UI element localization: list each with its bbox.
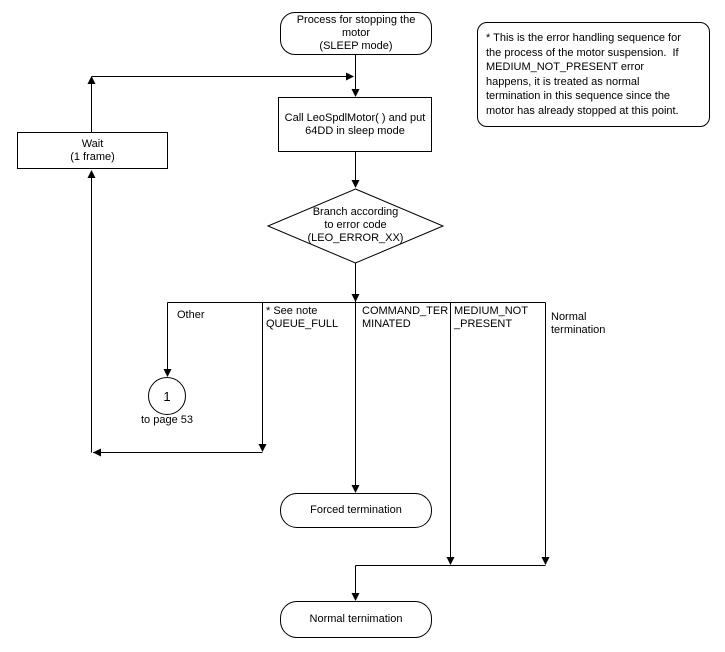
arrowhead-into-decision <box>351 180 360 188</box>
arrowheads <box>87 72 550 601</box>
start-terminal-label: Process for stopping the motor (SLEEP mo… <box>296 14 416 52</box>
off-page-connector-node: 1 <box>148 377 186 415</box>
branch-label-medium-not-present: MEDIUM_NOT _PRESENT <box>454 305 528 330</box>
off-page-connector-caption: to page 53 <box>141 414 193 426</box>
branch-label-command-terminated: COMMAND_TER MINATED <box>362 305 449 330</box>
arrowhead-queue-full-corner <box>258 444 267 452</box>
forced-termination-node: Forced termination <box>280 493 432 528</box>
start-terminal-node: Process for stopping the motor (SLEEP mo… <box>280 12 432 55</box>
normal-termination-node: Normal ternimation <box>280 601 432 638</box>
arrowhead-into-normal-end <box>351 593 360 601</box>
call-process-label: Call LeoSpdlMotor( ) and put 64DD in sle… <box>284 111 426 137</box>
arrowhead-into-wait-bottom <box>87 170 96 178</box>
forced-termination-label: Forced termination <box>310 504 402 516</box>
branch-label-normal-termination: Normal termination <box>551 311 606 336</box>
note-text: * This is the error handling sequence fo… <box>486 32 681 117</box>
arrowhead-medium-onto-merge <box>446 557 455 565</box>
branch-label-queue-full: * See note QUEUE_FULL <box>266 305 339 330</box>
arrowhead-into-forced <box>351 485 360 493</box>
arrowhead-return-right <box>346 72 354 81</box>
arrowhead-loop-left <box>93 448 101 457</box>
call-process-node: Call LeoSpdlMotor( ) and put 64DD in sle… <box>278 97 432 152</box>
wait-label: Wait (1 frame) <box>70 137 115 163</box>
arrowhead-into-call <box>351 89 360 97</box>
decision-node-label: Branch according to error code (LEO_ERRO… <box>307 206 404 244</box>
arrowhead-normal-onto-merge <box>541 557 550 565</box>
arrowhead-wait-top-corner <box>87 76 96 84</box>
off-page-connector-number: 1 <box>163 388 171 404</box>
branch-label-other: Other <box>177 309 205 321</box>
decision-diamond <box>266 188 445 264</box>
note-box: * This is the error handling sequence fo… <box>477 22 710 127</box>
normal-termination-label: Normal ternimation <box>309 613 403 625</box>
wait-node: Wait (1 frame) <box>17 132 168 169</box>
arrowhead-into-connector-circle <box>163 369 172 377</box>
arrowhead-onto-branch-line <box>351 294 360 302</box>
